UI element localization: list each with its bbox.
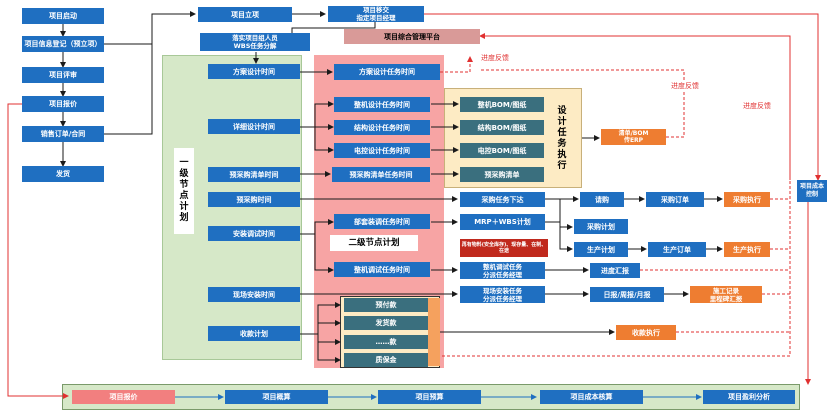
bottom-project-estimate[interactable]: 项目概算 [225,390,328,404]
level2-title: 二级节点计划 [330,235,418,251]
design-electric-bom[interactable]: 电控BOM/图纸 [460,143,544,158]
level1-prepurchase-time[interactable]: 预采购时间 [208,192,300,207]
node-project-setup[interactable]: 项目立项 [198,7,292,22]
level1-title: 一 级 节 点 计 划 [174,148,194,234]
bottom-cost-accounting[interactable]: 项目成本核算 [540,390,643,404]
design-structure-bom[interactable]: 结构BOM/图纸 [460,120,544,135]
node-request[interactable]: 请购 [580,192,624,207]
level1-scheme-time[interactable]: 方案设计时间 [208,64,300,79]
level2-structure-task[interactable]: 结构设计任务时间 [334,120,430,135]
design-prepurchase-list[interactable]: 预采购清单 [460,167,544,182]
level1-site-install-time[interactable]: 现场安装时间 [208,287,300,302]
node-collection-exec[interactable]: 收款执行 [616,325,676,340]
node-project-register[interactable]: 项目信息登记（预立项） [22,36,104,52]
node-project-handover[interactable]: 项目移交 指定项目经理 [328,6,424,22]
node-project-review[interactable]: 项目评审 [22,67,104,83]
level2-machine-debug-task[interactable]: 整机调试任务时间 [334,262,430,277]
level2-prepurchase-list-task[interactable]: 预采购清单任务时间 [332,167,430,182]
design-exec-title: 设 计 任 务 执 行 [557,106,567,171]
level1-prepurchase-list-time[interactable]: 预采购清单时间 [208,167,300,182]
node-management-platform[interactable]: 项目综合管理平台 [344,29,480,44]
node-purchase-order[interactable]: 采购订单 [646,192,704,207]
feedback-label-2: 进度反馈 [671,82,699,90]
level1-install-debug-time[interactable]: 安装调试时间 [208,226,300,241]
mrp-note: 再有物料(安全库存)、现存量、在制、在途 [460,239,548,257]
level2-electric-task[interactable]: 电控设计任务时间 [334,143,430,158]
node-staffing[interactable]: 落实项目组人员 WBS任务分解 [200,33,310,51]
node-purchase-plan[interactable]: 采购计划 [574,219,628,234]
bottom-project-quote[interactable]: 项目报价 [72,390,175,404]
node-construction-record[interactable]: 施工记录 里程碑汇报 [690,286,762,303]
level2-machine-task[interactable]: 整机设计任务时间 [334,97,430,112]
node-sales-order[interactable]: 销售订单/合同 [22,126,104,142]
node-cost-control[interactable]: 项目成本 控制 [797,180,827,202]
feedback-label-3: 进度反馈 [743,102,771,110]
node-purchase-task[interactable]: 采购任务下达 [460,192,545,207]
payment-other[interactable]: ……款 [344,335,428,349]
level1-detail-time[interactable]: 详细设计时间 [208,119,300,134]
payment-panel-accent [428,298,440,366]
node-production-plan[interactable]: 生产计划 [574,242,628,257]
bottom-project-budget[interactable]: 项目预算 [378,390,481,404]
payment-warranty[interactable]: 质保金 [344,353,428,367]
level2-scheme-task[interactable]: 方案设计任务时间 [334,64,440,80]
node-project-quote[interactable]: 项目报价 [22,96,104,112]
payment-shipping[interactable]: 发货款 [344,316,428,330]
node-purchase-exec[interactable]: 采购执行 [724,192,770,207]
node-shipping[interactable]: 发货 [22,166,104,182]
node-bom-to-erp[interactable]: 清单/BOM 传ERP [601,129,666,145]
node-production-order[interactable]: 生产订单 [648,242,706,257]
level2-assembly-task[interactable]: 部套装调任务时间 [334,214,430,229]
bottom-profit-analysis[interactable]: 项目盈利分析 [703,390,795,404]
feedback-label-1: 进度反馈 [481,54,509,62]
node-mrp-wbs[interactable]: MRP＋WBS计划 [460,214,545,230]
node-project-start[interactable]: 项目启动 [22,8,104,24]
design-machine-bom[interactable]: 整机BOM/图纸 [460,97,544,112]
payment-prepay[interactable]: 预付款 [344,298,428,312]
level1-collection-plan[interactable]: 收款计划 [208,326,300,341]
node-production-exec[interactable]: 生产执行 [724,242,770,257]
node-debug-task-assign[interactable]: 整机调试任务 分派任务经理 [460,262,545,279]
node-daily-report[interactable]: 日报/周报/月报 [590,287,664,302]
node-site-task-assign[interactable]: 现场安装任务 分派任务经理 [460,286,545,303]
node-progress-report[interactable]: 进度汇报 [590,263,640,278]
